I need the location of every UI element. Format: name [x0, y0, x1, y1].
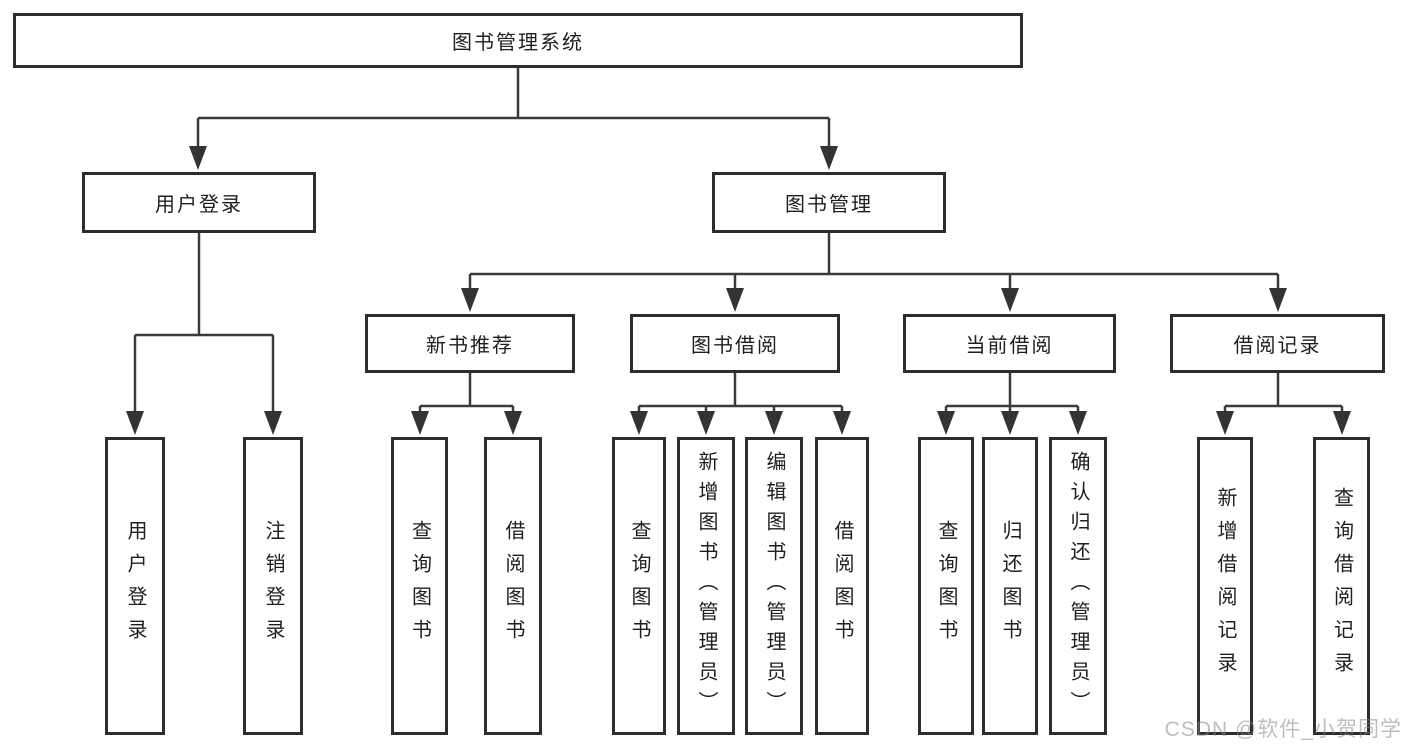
leaf-add-books-admin: 新增图书（管理员）: [677, 437, 735, 735]
edge-recommend-group: [418, 373, 515, 414]
node-user-login: 用户登录: [82, 172, 316, 233]
leaf-add-borrow-record: 新增借阅记录: [1197, 437, 1253, 735]
leaf-recommend-borrow-books: 借阅图书: [484, 437, 542, 735]
leaf-edit-books-admin: 编辑图书（管理员）: [745, 437, 803, 735]
node-borrow-records: 借阅记录: [1170, 314, 1385, 373]
leaf-logout: 注销登录: [243, 437, 303, 735]
edge-borrow-group: [637, 373, 844, 414]
node-label: 图书管理系统: [452, 32, 584, 54]
edge-mgmt-to-level3: [468, 233, 1280, 291]
node-root-system: 图书管理系统: [13, 13, 1023, 68]
edge-current-group: [944, 373, 1080, 414]
node-label: 新增借阅记录: [1214, 487, 1236, 685]
node-label: 查询借阅记录: [1330, 487, 1353, 685]
leaf-query-borrow-record: 查询借阅记录: [1313, 437, 1370, 735]
node-label: 图书管理: [785, 194, 873, 216]
node-label: 新书推荐: [426, 335, 514, 357]
node-current-borrow: 当前借阅: [903, 314, 1116, 373]
leaf-recommend-query-books: 查询图书: [391, 437, 448, 735]
node-label: 编辑图书（管理员）: [763, 451, 785, 721]
node-label: 借阅图书: [831, 520, 853, 652]
leaf-return-books: 归还图书: [982, 437, 1038, 735]
node-label: 用户登录: [124, 520, 146, 652]
node-label: 图书借阅: [691, 335, 779, 357]
node-label: 借阅图书: [502, 520, 524, 652]
node-label: 借阅记录: [1233, 335, 1322, 357]
leaf-confirm-return-admin: 确认归还（管理员）: [1049, 437, 1107, 735]
leaf-current-query-books: 查询图书: [918, 437, 974, 735]
node-label: 新增图书（管理员）: [695, 451, 717, 721]
leaf-user-login: 用户登录: [105, 437, 165, 735]
leaf-borrow-query-books: 查询图书: [612, 437, 666, 735]
node-label: 查询图书: [628, 520, 650, 652]
node-book-management: 图书管理: [712, 172, 946, 233]
node-label: 归还图书: [999, 520, 1021, 652]
node-label: 确认归还（管理员）: [1067, 451, 1089, 721]
edge-records-group: [1223, 373, 1344, 414]
node-label: 用户登录: [155, 194, 243, 216]
node-label: 注销登录: [262, 520, 284, 652]
node-new-book-recommend: 新书推荐: [365, 314, 575, 373]
node-label: 查询图书: [935, 520, 957, 652]
node-book-borrow: 图书借阅: [630, 314, 840, 373]
node-label: 查询图书: [408, 520, 431, 652]
node-label: 当前借阅: [965, 335, 1054, 357]
edge-login-group: [133, 233, 275, 414]
edge-root-to-level2: [196, 68, 831, 150]
leaf-borrow-books: 借阅图书: [815, 437, 869, 735]
csdn-watermark: CSDN @软件_小贺同学: [1164, 718, 1402, 741]
